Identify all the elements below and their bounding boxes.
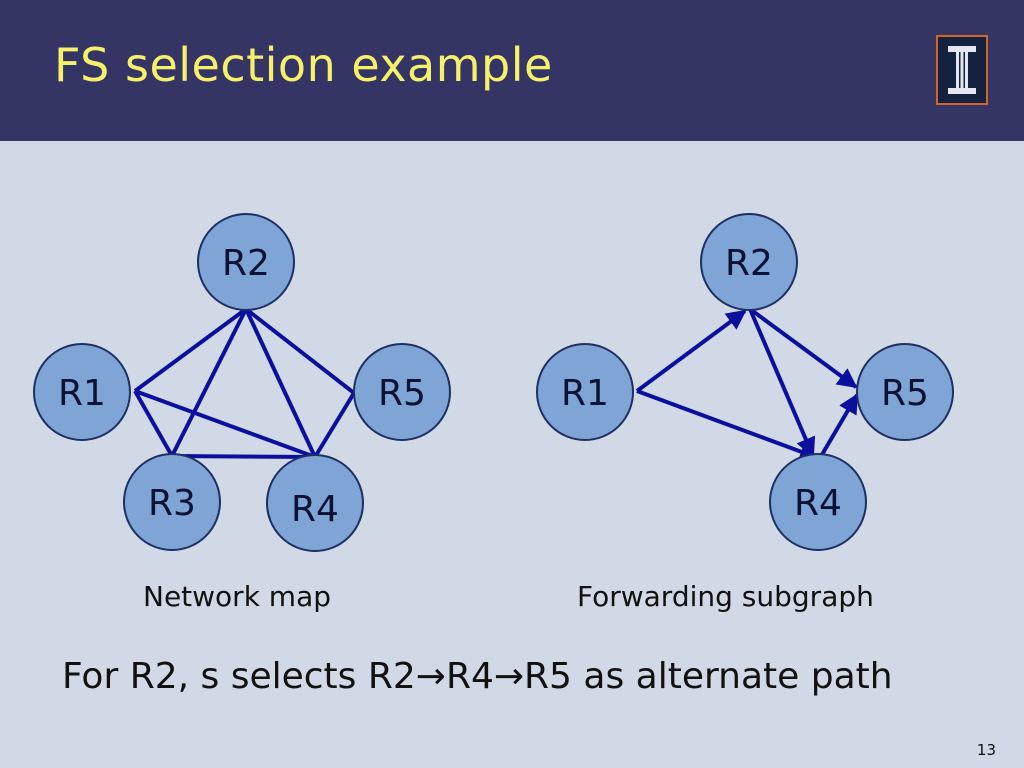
- node-r3: R3: [123, 453, 221, 551]
- network-map-caption: Network map: [143, 580, 332, 613]
- network-map-edges: [133, 307, 356, 459]
- right-arrow-icon: →: [493, 656, 525, 697]
- bottom-text-part1: For R2, s selects R2: [62, 656, 416, 697]
- svg-text:R4: R4: [794, 483, 842, 524]
- right-arrow-icon: →: [415, 656, 446, 697]
- arc-r1-r4: [636, 389, 820, 462]
- node-r5: R5: [353, 343, 451, 441]
- fs-node-r2: R2: [700, 213, 798, 311]
- arc-r2-r4: [748, 308, 816, 458]
- edge-r1-r3: [133, 390, 174, 457]
- forwarding-subgraph-caption: Forwarding subgraph: [577, 580, 874, 613]
- university-logo: [936, 35, 988, 105]
- svg-text:R1: R1: [58, 373, 106, 414]
- slide-title: FS selection example: [54, 38, 553, 92]
- title-bar: [0, 0, 1024, 141]
- svg-text:R4: R4: [291, 489, 339, 530]
- forwarding-subgraph-arcs: [635, 307, 859, 462]
- svg-text:R3: R3: [148, 483, 196, 524]
- node-r1: R1: [33, 343, 131, 441]
- svg-text:R5: R5: [881, 373, 929, 414]
- edge-r2-r5: [244, 307, 356, 395]
- edge-r3-r4: [171, 454, 316, 459]
- svg-text:R5: R5: [378, 373, 426, 414]
- edge-r4-r5: [313, 391, 356, 459]
- bottom-text-part2: R4: [445, 656, 494, 697]
- edge-r2-r4: [244, 308, 317, 458]
- fs-node-r5: R5: [856, 343, 954, 441]
- svg-text:R1: R1: [561, 373, 609, 414]
- fs-node-r4: R4: [769, 453, 867, 551]
- forwarding-subgraph-nodes: R2 R1 R5 R4: [536, 213, 954, 551]
- arc-r1-r2: [635, 309, 747, 393]
- bottom-text-part3: R5 as alternate path: [524, 656, 893, 697]
- fs-node-r1: R1: [536, 343, 634, 441]
- edge-r2-r1: [133, 307, 248, 393]
- network-map-nodes: R2 R1 R5 R3 R4: [33, 213, 451, 552]
- edge-r1-r4: [134, 389, 316, 459]
- arc-r2-r5: [748, 307, 858, 389]
- bottom-statement: For R2, s selects R2→R4→R5 as alternate …: [62, 656, 893, 697]
- page-number: 13: [976, 741, 996, 759]
- node-r2: R2: [197, 213, 295, 311]
- edge-r2-r3: [170, 308, 248, 457]
- svg-text:R2: R2: [725, 243, 773, 284]
- svg-text:R2: R2: [222, 243, 270, 284]
- node-r4: R4: [266, 454, 364, 552]
- arc-r4-r5: [818, 393, 859, 460]
